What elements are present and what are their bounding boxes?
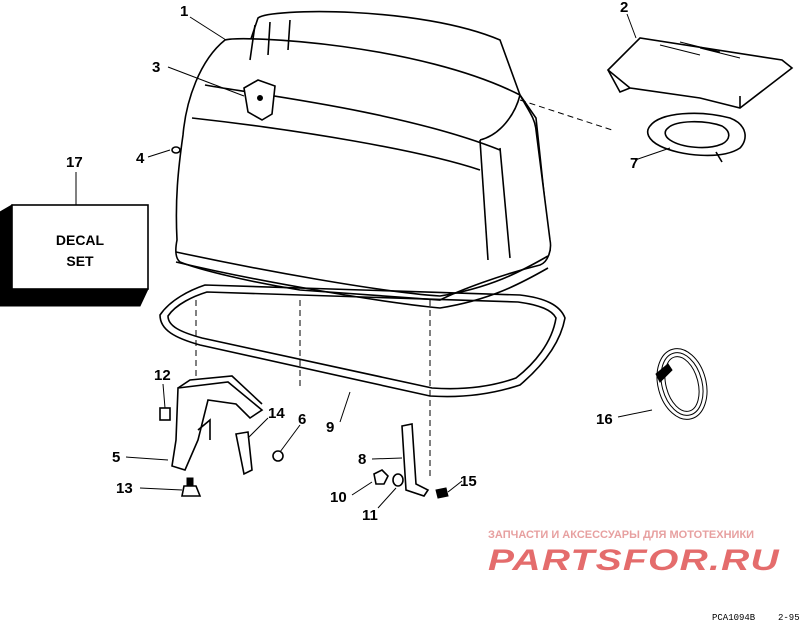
bolt-part-6 (272, 450, 284, 462)
cover-seal-part-9 (159, 284, 566, 398)
figure-code-id: PCA1094B (712, 613, 756, 623)
watermark-tagline: ЗАПЧАСТИ И АКСЕССУАРЫ ДЛЯ МОТОТЕХНИКИ (488, 529, 754, 541)
callout-11: 11 (362, 507, 378, 524)
decal-box-line-2: SET (66, 253, 94, 269)
callout-17: 17 (66, 154, 83, 171)
nut-part-10 (373, 469, 389, 485)
rubber-mount-part-13 (181, 477, 202, 497)
callout-2: 2 (620, 0, 628, 16)
callout-13: 13 (116, 480, 133, 497)
alignment-lines (195, 99, 613, 480)
callout-16: 16 (596, 411, 613, 428)
clip-part-12 (159, 407, 171, 421)
callout-labels: 1 2 3 4 5 6 7 8 9 10 11 12 13 14 15 16 1… (66, 0, 638, 524)
bracket-part-5 (171, 375, 264, 471)
callout-15: 15 (460, 473, 477, 490)
callout-14: 14 (268, 405, 285, 422)
intake-cover-part-2 (606, 37, 794, 109)
screw-part-4 (171, 146, 181, 154)
callout-5: 5 (112, 449, 120, 466)
watermark: ЗАПЧАСТИ И АКСЕССУАРЫ ДЛЯ МОТОТЕХНИКИ PA… (488, 529, 780, 577)
callout-3: 3 (152, 59, 160, 76)
callout-9: 9 (326, 419, 334, 436)
spring-part-14 (235, 431, 253, 476)
leader-lines (75, 13, 671, 509)
engine-cover-part-1 (174, 10, 552, 309)
gasket-part-7 (646, 112, 746, 163)
latch-rod-part-8 (401, 423, 430, 497)
figure-code-date: 2-95 (778, 613, 800, 623)
callout-10: 10 (330, 489, 347, 506)
callout-8: 8 (358, 451, 366, 468)
figure-code: PCA1094B 2-95 (712, 613, 800, 623)
watermark-brand: PARTSFOR.RU (488, 544, 780, 577)
callout-6: 6 (298, 411, 306, 428)
screw-part-15 (435, 487, 449, 499)
callout-4: 4 (136, 150, 145, 167)
callout-12: 12 (154, 367, 171, 384)
latch-plate-part-3 (243, 79, 276, 121)
decal-set-box-part-17: DECAL SET (0, 204, 149, 307)
decal-box-line-1: DECAL (56, 232, 105, 248)
callout-7: 7 (630, 155, 638, 172)
cable-coil-part-16 (655, 348, 708, 420)
callout-1: 1 (180, 3, 188, 20)
washer-part-11 (392, 473, 404, 487)
